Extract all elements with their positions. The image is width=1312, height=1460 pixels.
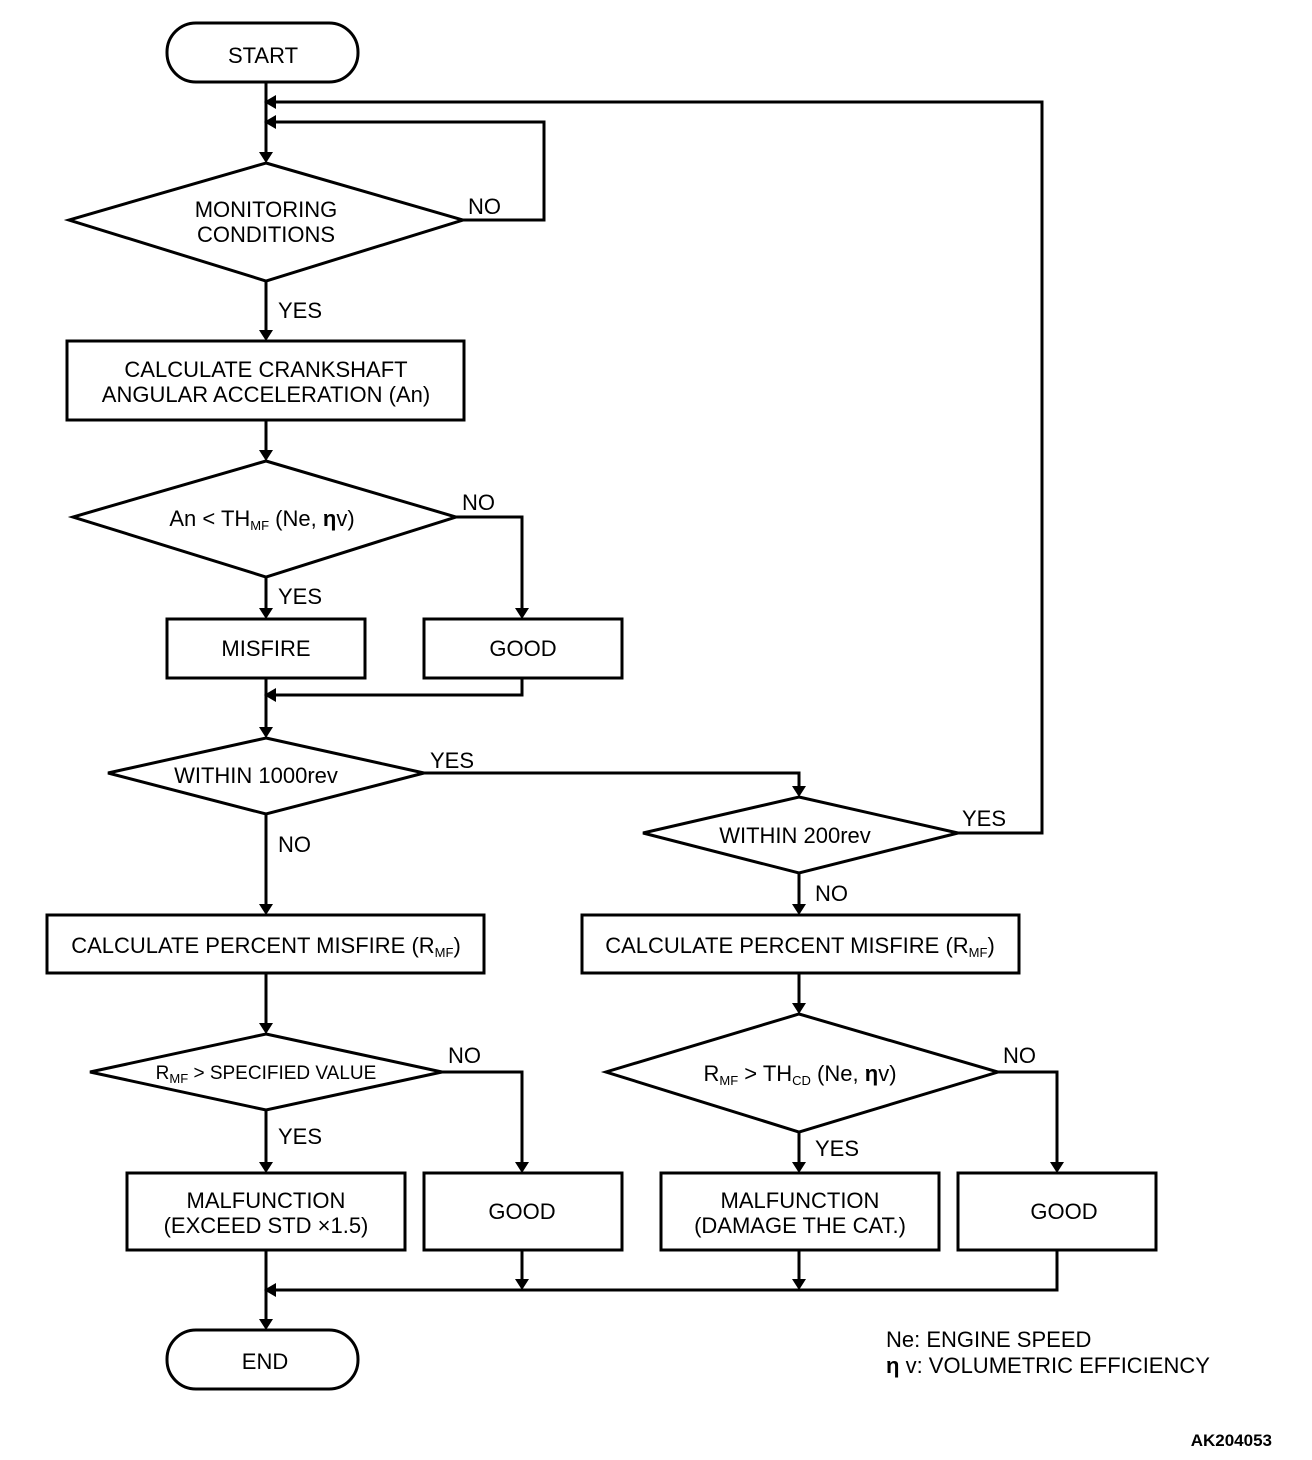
good-label-2: GOOD [488, 1199, 555, 1224]
edge-label-w1000-no: NO [278, 832, 311, 857]
end-label: END [242, 1349, 288, 1374]
calc-crankshaft-process [65, 339, 466, 422]
edge-label-w1000-yes: YES [430, 748, 474, 773]
within-200-label: WITHIN 200rev [719, 823, 871, 848]
malfunction-exceed-std [125, 1171, 407, 1252]
monitoring-conditions-decision [63, 161, 469, 283]
calc-pct-left-label: CALCULATE PERCENT MISFIRE (RMF) [71, 933, 461, 960]
calc-percent-misfire-left [45, 913, 486, 975]
edge-label-mon-yes: YES [278, 298, 322, 323]
calc-accel-label-line2: ANGULAR ACCELERATION (An) [102, 382, 430, 407]
connectors [264, 82, 1059, 1319]
start-label: START [228, 43, 298, 68]
good-label-1: GOOD [489, 636, 556, 661]
monitoring-label-line1: MONITORING [195, 197, 338, 222]
edge-label-th-yes: YES [278, 584, 322, 609]
good-label-3: GOOD [1030, 1199, 1097, 1224]
edge-label-spec-no: NO [448, 1043, 481, 1068]
malf-left-line1: MALFUNCTION [187, 1188, 346, 1213]
end-terminal [165, 1328, 360, 1391]
thcd-decision [600, 1012, 1004, 1134]
thcd-label: RMF > THCD (Ne, ηv) [703, 1061, 896, 1088]
good-result-3 [956, 1171, 1158, 1252]
malfunction-damage-cat [659, 1171, 941, 1252]
edge-label-thcd-yes: YES [815, 1136, 859, 1161]
malf-right-line2: (DAMAGE THE CAT.) [694, 1213, 906, 1238]
calc-pct-right-label: CALCULATE PERCENT MISFIRE (RMF) [605, 933, 995, 960]
within-1000-label: WITHIN 1000rev [174, 763, 338, 788]
malf-left-line2: (EXCEED STD ×1.5) [164, 1213, 369, 1238]
legend-line1: Ne: ENGINE SPEED [886, 1327, 1091, 1352]
good-result-2 [422, 1171, 624, 1252]
edge-label-w200-yes: YES [962, 806, 1006, 831]
edge-label-thcd-no: NO [1003, 1043, 1036, 1068]
calc-accel-label-line1: CALCULATE CRANKSHAFT [124, 357, 407, 382]
start-terminal [165, 21, 360, 84]
edge-label-th-no: NO [462, 490, 495, 515]
spec-label: RMF > SPECIFIED VALUE [156, 1063, 377, 1086]
calc-percent-misfire-right [580, 913, 1021, 975]
misfire-label: MISFIRE [221, 636, 310, 661]
within-1000rev-decision [107, 736, 425, 816]
legend: Ne: ENGINE SPEED η v: VOLUMETRIC EFFICIE… [886, 1327, 1210, 1378]
edge-label-w200-no: NO [815, 881, 848, 906]
specified-value-decision [89, 1032, 443, 1112]
good-result-1 [422, 617, 624, 680]
legend-line2: η v: VOLUMETRIC EFFICIENCY [886, 1353, 1210, 1378]
threshold-label: An < THMF (Ne, ηv) [169, 506, 354, 533]
threshold-decision [67, 459, 462, 579]
within-200rev-decision [642, 795, 959, 875]
edge-label-mon-no: NO [468, 194, 501, 219]
figure-code: AK204053 [1191, 1431, 1272, 1450]
monitoring-label-line2: CONDITIONS [197, 222, 335, 247]
edge-label-spec-yes: YES [278, 1124, 322, 1149]
malf-right-line1: MALFUNCTION [721, 1188, 880, 1213]
arrowheads [259, 95, 1064, 1330]
misfire-process [165, 617, 367, 680]
